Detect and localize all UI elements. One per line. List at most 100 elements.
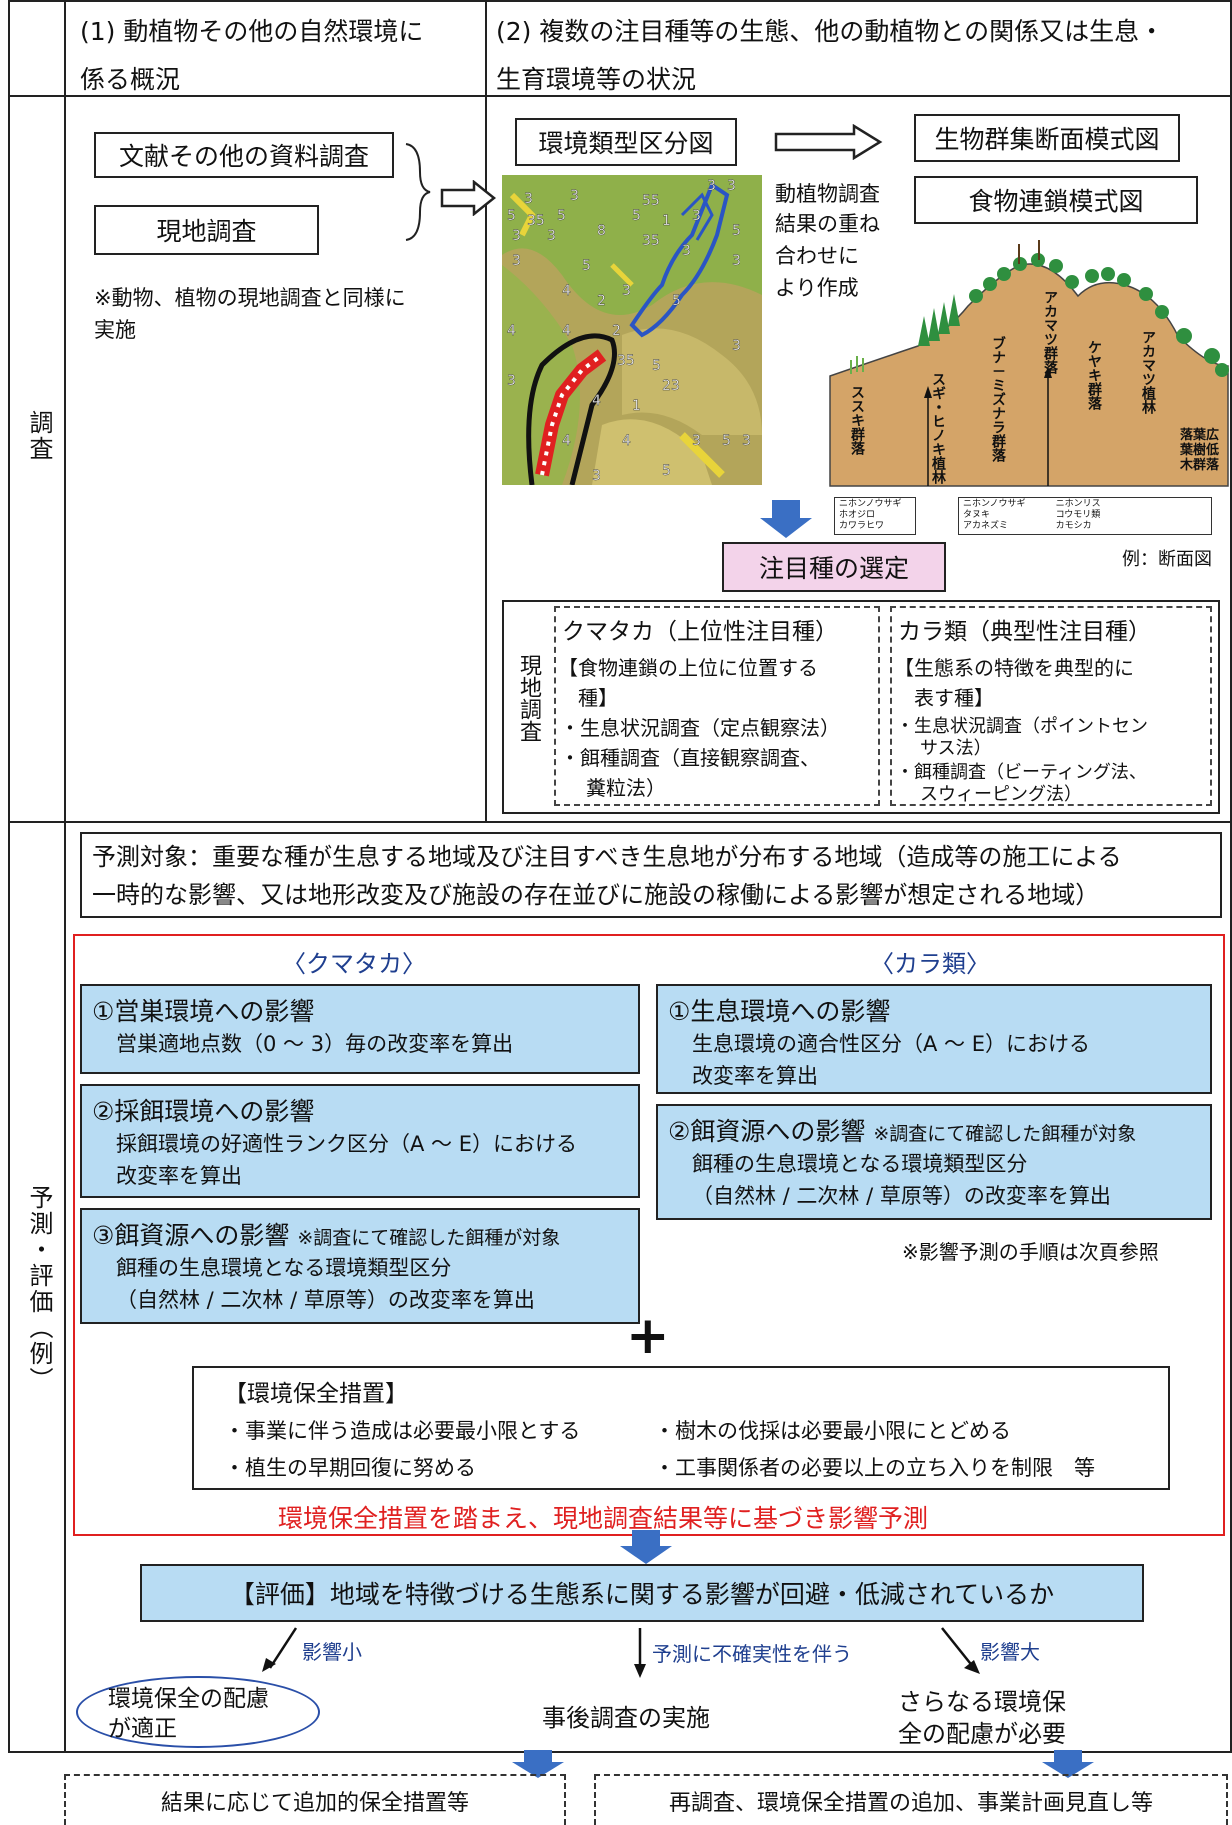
env-type-map-title: 環境類型区分図 [515,118,737,166]
svg-text:3: 3 [570,188,579,204]
community-label-6: アカマツ植林 [1140,330,1156,414]
community-label-1: ススキ群落 [849,385,865,455]
measure-4: ・工事関係者の必要以上の立ち入りを制限 等 [654,1456,1095,1480]
fauna-right-1: ニホンリス [1055,499,1101,509]
kumataka-impact-3: ③餌資源への影響 ※調査にて確認した餌種が対象 餌種の生息環境となる環境類型区分… [80,1208,640,1324]
kumataka-survey-title: クマタカ（上位性注目種） [562,619,838,645]
svg-text:3: 3 [727,178,736,194]
svg-text:3: 3 [742,433,751,449]
svg-text:4: 4 [622,433,631,449]
fauna-left-1: ニホンノウサギ [839,499,902,509]
kara-line-5: ・餌種調査（ビーティング法、 [896,762,1147,783]
fauna-box-right: ニホンノウサギ タヌキ アカネズミ ニホンリス コウモリ類 カモシカ [958,497,1212,535]
svg-text:1: 1 [632,398,641,414]
svg-text:3: 3 [592,468,601,484]
community-label-4: アカマツ群落 [1042,290,1058,374]
community-label-2: スギ・ヒノキ植林 [930,372,946,484]
outcome-arrows [262,1627,980,1678]
biocommunity-title: 生物群集断面模式図 [914,114,1180,162]
kara-impact-1: ①生息環境への影響 生息環境の適合性区分（A ～ E）における 改変率を算出 [656,984,1212,1094]
measure-3: ・植生の早期回復に努める [224,1456,476,1480]
plus-sign: + [626,1306,670,1366]
survey-bottom [8,821,1232,823]
map-to-section-arrow-icon [774,124,883,160]
evaluation-box: 【評価】地域を特徴づける生態系に関する影響が回避・低減されているか [140,1564,1144,1622]
kara-line-4: サス法） [920,738,992,759]
c2-note: ※調査にて確認した餌種が対象 [873,1123,1137,1145]
svg-text:3: 3 [707,178,716,194]
overlay-text-2: 結果の重ね [775,212,880,236]
svg-text:3: 3 [692,433,701,449]
literature-survey-box: 文献その他の資料調査 [94,132,394,178]
conservation-measures-box: 【環境保全措置】 ・事業に伴う造成は必要最小限とする ・樹木の伐採は必要最小限に… [192,1366,1170,1490]
k1-title: ①営巣環境への影響 [92,997,315,1026]
bottom-right-box: 再調査、環境保全措置の追加、事業計画見直し等 [594,1774,1228,1825]
svg-text:5: 5 [582,258,591,274]
kara-line-6: スウィーピング法） [920,784,1082,805]
kara-line-1: 【生態系の特徴を典型的に [894,656,1134,680]
header-col-divider [485,0,487,822]
svg-text:3: 3 [692,208,701,224]
left-col-divider [64,0,66,1753]
overlay-text-4: より作成 [775,276,859,300]
kumataka-line-2: 種】 [578,686,618,710]
svg-text:8: 8 [597,223,606,239]
svg-text:3: 3 [682,243,691,259]
field-survey-container [502,600,1220,814]
svg-text:3: 3 [524,191,533,207]
field-survey-box: 現地調査 [94,205,319,255]
k3-note: ※調査にて確認した餌種が対象 [297,1227,561,1249]
bottom-left-text: 結果に応じて追加的保全措置等 [160,1790,469,1816]
k2-title: ②採餌環境への影響 [92,1097,315,1126]
large-impact-label: 影響大 [980,1640,1040,1664]
bottom-right-text: 再調査、環境保全措置の追加、事業計画見直し等 [668,1790,1153,1816]
next-page-note: ※影響予測の手順は次頁参照 [902,1240,1159,1264]
c1-text-1: 生息環境の適合性区分（A ～ E）における [692,1032,1090,1056]
k1-text: 営巣適地点数（0 ～ 3）毎の改変率を算出 [116,1032,514,1056]
small-impact-label: 影響小 [302,1640,362,1664]
svg-text:5: 5 [732,223,741,239]
kara-impact-2: ②餌資源への影響 ※調査にて確認した餌種が対象 餌種の生息環境となる環境類型区分… [656,1104,1212,1220]
k3-text-2: （自然林 / 二次林 / 草原等）の改変率を算出 [116,1288,535,1312]
svg-text:4: 4 [592,393,601,409]
svg-text:35: 35 [617,353,635,369]
header-col1-line2: 係る概況 [80,65,181,94]
proper-consideration-ellipse: 環境保全の配慮 が適正 [76,1676,320,1748]
header-col2-line2: 生育環境等の状況 [496,65,697,94]
post-survey-text: 事後調査の実施 [542,1704,710,1732]
down-arrow-icon-3 [512,1750,564,1778]
svg-text:5: 5 [632,208,641,224]
svg-text:4: 4 [562,433,571,449]
kumataka-survey-box [554,606,880,806]
right-arrow-icon [440,180,496,216]
community-label-3: ブナ－ミズナラ群落 [990,336,1006,462]
kara-survey-title: カラ類（典型性注目種） [898,619,1151,645]
svg-text:3: 3 [622,283,631,299]
fauna-right-2: コウモリ類 [1055,510,1101,520]
header-bottom [8,95,1232,97]
further-consideration-1: さらなる環境保 [898,1688,1066,1716]
kumataka-header: 〈クマタカ〉 [282,950,426,978]
svg-text:5: 5 [662,463,671,479]
k2-text-2: 改変率を算出 [116,1164,242,1188]
fauna-left-3: カワラヒワ [839,521,885,531]
side-label-predict: 予測・評価（例） [25,1185,53,1393]
header-col1-line1: (1) 動植物その他の自然環境に [80,17,424,46]
svg-text:1: 1 [662,213,671,229]
svg-text:5: 5 [652,358,661,374]
down-arrow-icon-2 [620,1530,672,1564]
prediction-target-box: 予測対象：重要な種が生息する地域及び注目すべき生息地が分布する地域（造成等の施工… [80,832,1222,918]
c2-title: ②餌資源への影響 [668,1117,866,1146]
k2-text-1: 採餌環境の好適性ランク区分（A ～ E）における [116,1132,577,1156]
fauna-left-2: ホオジロ [839,510,876,520]
fauna-mid-3: アカネズミ [963,521,1009,531]
svg-text:2: 2 [612,323,621,339]
kara-survey-box [890,606,1212,806]
svg-text:4: 4 [507,323,516,339]
fauna-mid-2: タヌキ [963,510,991,520]
proper-text-2: が適正 [108,1716,177,1742]
svg-text:35: 35 [527,213,545,229]
food-chain-title: 食物連鎖模式図 [914,176,1198,224]
svg-text:55: 55 [642,193,660,209]
bottom-left-box: 結果に応じて追加的保全措置等 [64,1774,566,1825]
